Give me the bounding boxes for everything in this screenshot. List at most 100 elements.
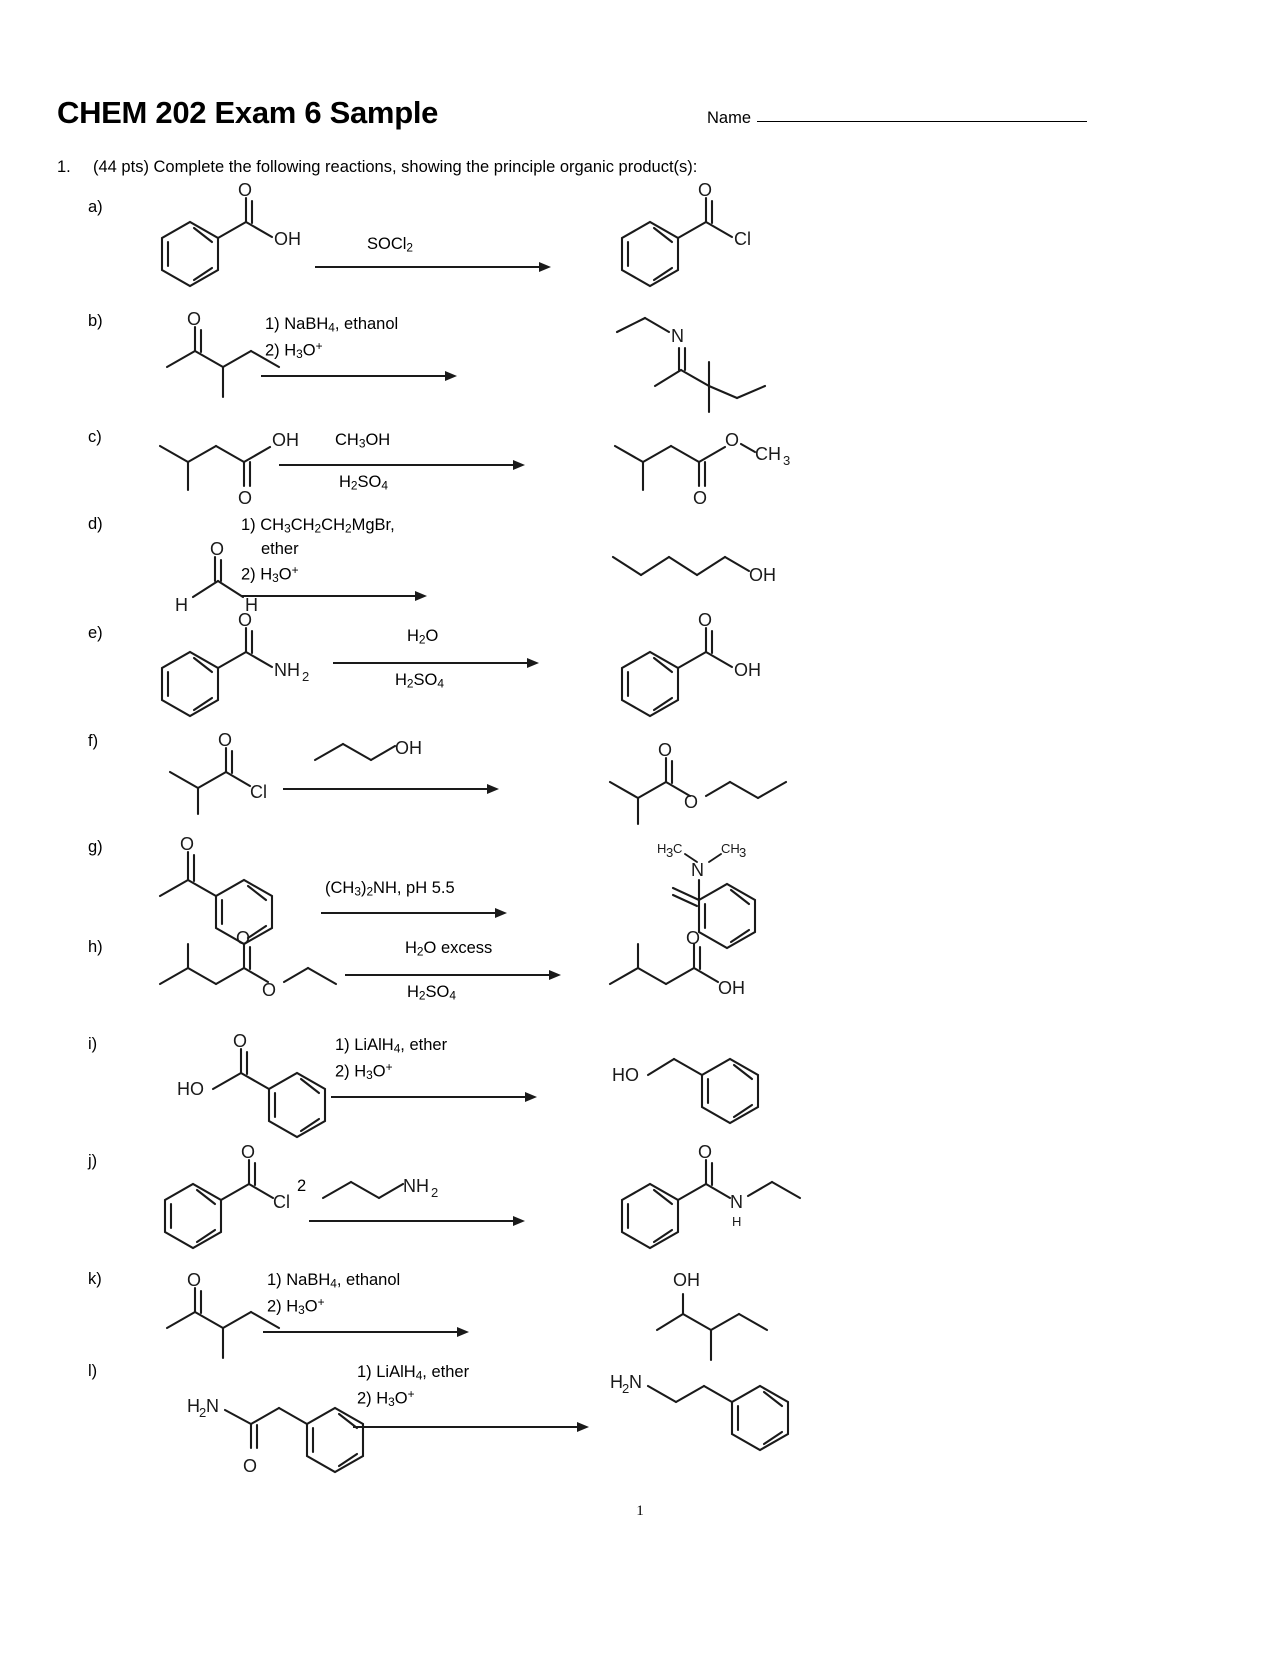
- atom-amide-hydrogen: H: [732, 1214, 741, 1229]
- reaction-b-condition-line-1: 1) NaBH4, ethanol: [265, 315, 399, 335]
- reaction-d-product: OH: [605, 543, 805, 603]
- atom-amide-nitrogen: NH: [274, 660, 300, 680]
- atom-methyl: CH: [755, 444, 781, 464]
- atom-carbonyl-oxygen: O: [698, 180, 712, 200]
- reaction-j-reactant: O Cl: [145, 1142, 355, 1264]
- atom-carbonyl-oxygen: O: [238, 610, 252, 630]
- atom-chloride: Cl: [250, 782, 267, 802]
- atom-methyl-right-sub: 3: [739, 845, 746, 860]
- reaction-l-label: l): [88, 1362, 98, 1380]
- reaction-f-label: f): [88, 732, 99, 750]
- atom-carbonyl-oxygen: O: [187, 1270, 201, 1290]
- reaction-f-condition-reagent: OH: [307, 732, 467, 772]
- atom-amine-nitrogen: NH: [403, 1176, 429, 1196]
- reaction-e-condition-above: H2O: [407, 627, 439, 647]
- question-number: 1.: [57, 158, 71, 176]
- atom-carbonyl-oxygen: O: [210, 539, 224, 559]
- question-prompt: (44 pts) Complete the following reaction…: [93, 158, 698, 176]
- name-input-rule[interactable]: [757, 120, 1088, 122]
- atom-nitrogen: N: [671, 326, 684, 346]
- atom-methyl-left-sub: 3: [666, 845, 673, 860]
- atom-carbonyl-oxygen: O: [686, 928, 700, 948]
- name-field-block: Name: [707, 109, 1088, 128]
- reaction-i-condition-line-1: 1) LiAlH4, ether: [335, 1036, 448, 1056]
- reaction-g-arrow: [321, 908, 507, 918]
- atom-ester-oxygen: O: [684, 792, 698, 812]
- atom-amide-subscript: 2: [199, 1405, 206, 1420]
- atom-chloride: Cl: [734, 229, 751, 249]
- atom-carbonyl-oxygen: O: [698, 610, 712, 630]
- reaction-i-arrow: [331, 1092, 537, 1102]
- reaction-j-arrow: [309, 1216, 525, 1226]
- reaction-h-product: O OH: [602, 928, 822, 1024]
- reaction-l-condition-line-2: 2) H3O+: [357, 1387, 415, 1409]
- atom-carbonyl-oxygen: O: [180, 834, 194, 854]
- atom-h-left: H: [175, 595, 188, 615]
- reaction-j-product: O N H: [602, 1142, 832, 1264]
- reaction-a-reactant: O OH: [142, 180, 342, 298]
- reaction-a-label: a): [88, 198, 103, 216]
- reaction-d-condition-line-3: 2) H3O+: [241, 563, 299, 585]
- reaction-l-arrow: [353, 1422, 589, 1432]
- reaction-c-product: O CH 3 O: [607, 430, 837, 514]
- reaction-h-reactant: O O: [152, 928, 372, 1024]
- reaction-c-condition-above: CH3OH: [335, 431, 391, 451]
- atom-hydroxyl: OH: [272, 430, 299, 450]
- page-number: 1: [636, 1503, 644, 1519]
- atom-carbonyl-oxygen: O: [658, 740, 672, 760]
- reaction-e-reactant: O NH 2: [142, 610, 352, 726]
- reaction-a-conditions: SOCl2: [367, 235, 414, 255]
- atom-amide-subscript: 2: [302, 669, 309, 684]
- reaction-k-reactant: O: [157, 1270, 337, 1368]
- reaction-k-label: k): [88, 1270, 102, 1288]
- reaction-e-arrow: [333, 658, 539, 668]
- atom-hydroxyl: OH: [274, 229, 301, 249]
- atom-hydroxyl: HO: [177, 1079, 204, 1099]
- atom-hydroxyl: HO: [612, 1065, 639, 1085]
- atom-hydroxyl: OH: [395, 738, 422, 758]
- reaction-d-label: d): [88, 515, 103, 533]
- reaction-e-product: O OH: [602, 610, 812, 726]
- reaction-h-arrow: [345, 970, 561, 980]
- reaction-a-arrow: [315, 262, 551, 272]
- atom-amide-nitrogen: N: [730, 1192, 743, 1212]
- reaction-i-condition-line-2: 2) H3O+: [335, 1060, 393, 1082]
- atom-carbonyl-oxygen: O: [187, 309, 201, 329]
- reaction-g-product: H 3 C N CH 3: [605, 838, 815, 950]
- reaction-c-condition-below: H2SO4: [339, 473, 388, 493]
- atom-carbonyl-oxygen: O: [243, 1456, 257, 1476]
- reaction-l-condition-line-1: 1) LiAlH4, ether: [357, 1363, 470, 1383]
- reaction-l-product: H 2 N: [602, 1362, 832, 1472]
- atom-chloride: Cl: [273, 1192, 290, 1212]
- reaction-j-equivalents: 2: [297, 1177, 307, 1195]
- name-label: Name: [707, 109, 752, 127]
- reaction-j-label: j): [88, 1152, 98, 1170]
- atom-carbonyl-oxygen: O: [218, 730, 232, 750]
- reaction-e-condition-below: H2SO4: [395, 671, 444, 691]
- page-header: CHEM 202 Exam 6 Sample Name: [57, 95, 1117, 145]
- atom-methyl-subscript: 3: [783, 453, 790, 468]
- reaction-f-arrow: [283, 784, 499, 794]
- atom-amide-n: N: [206, 1396, 219, 1416]
- atom-hydroxyl: OH: [734, 660, 761, 680]
- reaction-h-condition-below: H2SO4: [407, 983, 456, 1003]
- atom-methyl-left: H: [657, 841, 666, 856]
- reaction-d-reactant: O H H: [167, 539, 297, 623]
- reaction-k-condition-line-2: 2) H3O+: [267, 1295, 325, 1317]
- reaction-c-arrow: [279, 460, 525, 470]
- reaction-b-label: b): [88, 312, 103, 330]
- reaction-f-product: O O: [602, 740, 832, 834]
- atom-hydroxyl: OH: [749, 565, 776, 585]
- reaction-h-label: h): [88, 938, 103, 956]
- atom-carbonyl-oxygen: O: [238, 488, 252, 508]
- atom-ester-oxygen: O: [725, 430, 739, 450]
- reaction-g-reactant: O: [152, 834, 352, 948]
- atom-carbonyl-oxygen: O: [241, 1142, 255, 1162]
- reaction-g-conditions: (CH3)2NH, pH 5.5: [325, 879, 455, 899]
- atom-amine-subscript: 2: [431, 1185, 438, 1200]
- atom-amide-nitrogen: H: [187, 1396, 200, 1416]
- reaction-b-condition-line-2: 2) H3O+: [265, 339, 323, 361]
- reaction-b-arrow: [261, 371, 457, 381]
- reaction-b-reactant: O: [157, 309, 337, 407]
